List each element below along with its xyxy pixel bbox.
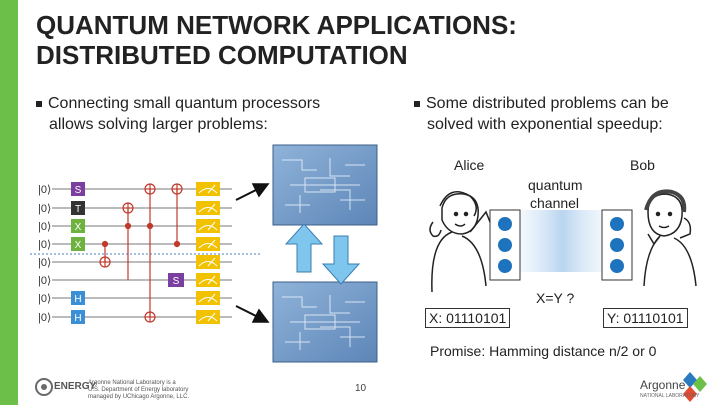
doe-logo — [35, 378, 53, 396]
argonne-logo-mark — [683, 372, 707, 402]
meter-icon — [196, 273, 220, 287]
gate-s-mid: S — [173, 276, 180, 287]
single-qubit-gates: S T X X S H H — [71, 182, 184, 324]
chip-link-arrow-up — [284, 223, 324, 273]
promise-text: Promise: Hamming distance n/2 or 0 — [430, 343, 657, 359]
qubit-label: |0⟩ — [38, 221, 51, 233]
title-line-2: DISTRIBUTED COMPUTATION — [36, 40, 408, 70]
right-bullet: Some distributed problems can be solved … — [414, 93, 714, 135]
qubit-labels: |0⟩ |0⟩ |0⟩ |0⟩ |0⟩ |0⟩ |0⟩ |0⟩ — [38, 184, 51, 324]
meter-icon — [196, 201, 220, 215]
quantum-chip-top — [272, 144, 378, 226]
alice-label: Alice — [454, 157, 485, 173]
quantum-channel — [515, 210, 610, 272]
arrow-to-top-chip — [235, 183, 270, 201]
measurement-meters — [196, 182, 220, 324]
disclaimer-line-2: U.S. Department of Energy laboratory — [88, 387, 189, 393]
meter-icon — [196, 237, 220, 251]
qubit-label: |0⟩ — [38, 293, 51, 305]
x-value-box: X: 01110101 — [425, 308, 511, 328]
argonne-logo-text: Argonne — [640, 378, 686, 392]
qubit-label: |0⟩ — [38, 203, 51, 215]
alice-qubits — [489, 209, 521, 281]
disclaimer-line-1: Argonne National Laboratory is a — [88, 380, 176, 386]
meter-icon — [196, 310, 220, 324]
slide-title: QUANTUM NETWORK APPLICATIONS: DISTRIBUTE… — [36, 10, 686, 70]
cnot-gates — [99, 183, 183, 323]
title-line-1: QUANTUM NETWORK APPLICATIONS: — [36, 10, 517, 40]
qubit-label: |0⟩ — [38, 239, 51, 251]
qubit-label: |0⟩ — [38, 184, 51, 196]
gate-x-2: X — [75, 240, 82, 251]
gate-t: T — [75, 204, 81, 215]
gate-h-2: H — [74, 313, 81, 324]
doe-logo-text: ENERGY — [54, 381, 97, 392]
argonne-logo-subtext: NATIONAL LABORATORY — [640, 393, 700, 399]
qubit-label: |0⟩ — [38, 275, 51, 287]
right-bullet-line-1: Some distributed problems can be — [426, 95, 669, 112]
qubit-label: |0⟩ — [38, 257, 51, 269]
left-bullet-line-2: allows solving larger problems: — [49, 116, 268, 133]
bullet-marker — [414, 100, 420, 107]
channel-label-line-2: channel — [530, 195, 580, 211]
disclaimer-line-3: managed by UChicago Argonne, LLC. — [88, 394, 190, 400]
bob-label: Bob — [630, 157, 655, 173]
channel-label-line-1: quantum — [528, 177, 583, 193]
quantum-chip-bottom — [272, 281, 378, 363]
equality-question: X=Y ? — [536, 290, 575, 306]
right-bullet-line-2: solved with exponential speedup: — [427, 116, 663, 133]
meter-icon — [196, 219, 220, 233]
page-number: 10 — [355, 383, 367, 394]
gate-x-1: X — [75, 222, 82, 233]
gate-s-top: S — [75, 185, 82, 196]
alice-figure — [429, 191, 491, 293]
arrow-to-bottom-chip — [235, 305, 270, 323]
gate-h-1: H — [74, 294, 81, 305]
meter-icon — [196, 182, 220, 196]
bob-figure — [643, 189, 697, 287]
bullet-marker — [36, 100, 42, 107]
meter-icon — [196, 291, 220, 305]
accent-bar — [0, 0, 18, 405]
left-bullet-line-1: Connecting small quantum processors — [48, 95, 321, 112]
qubit-label: |0⟩ — [38, 312, 51, 324]
meter-icon — [196, 255, 220, 269]
left-bullet: Connecting small quantum processors allo… — [36, 93, 376, 135]
bob-qubits — [601, 209, 633, 281]
chip-link-arrow-down — [321, 235, 361, 285]
footer-disclaimer: Argonne National Laboratory is a U.S. De… — [88, 380, 189, 401]
y-value-box: Y: 01110101 — [603, 308, 688, 328]
